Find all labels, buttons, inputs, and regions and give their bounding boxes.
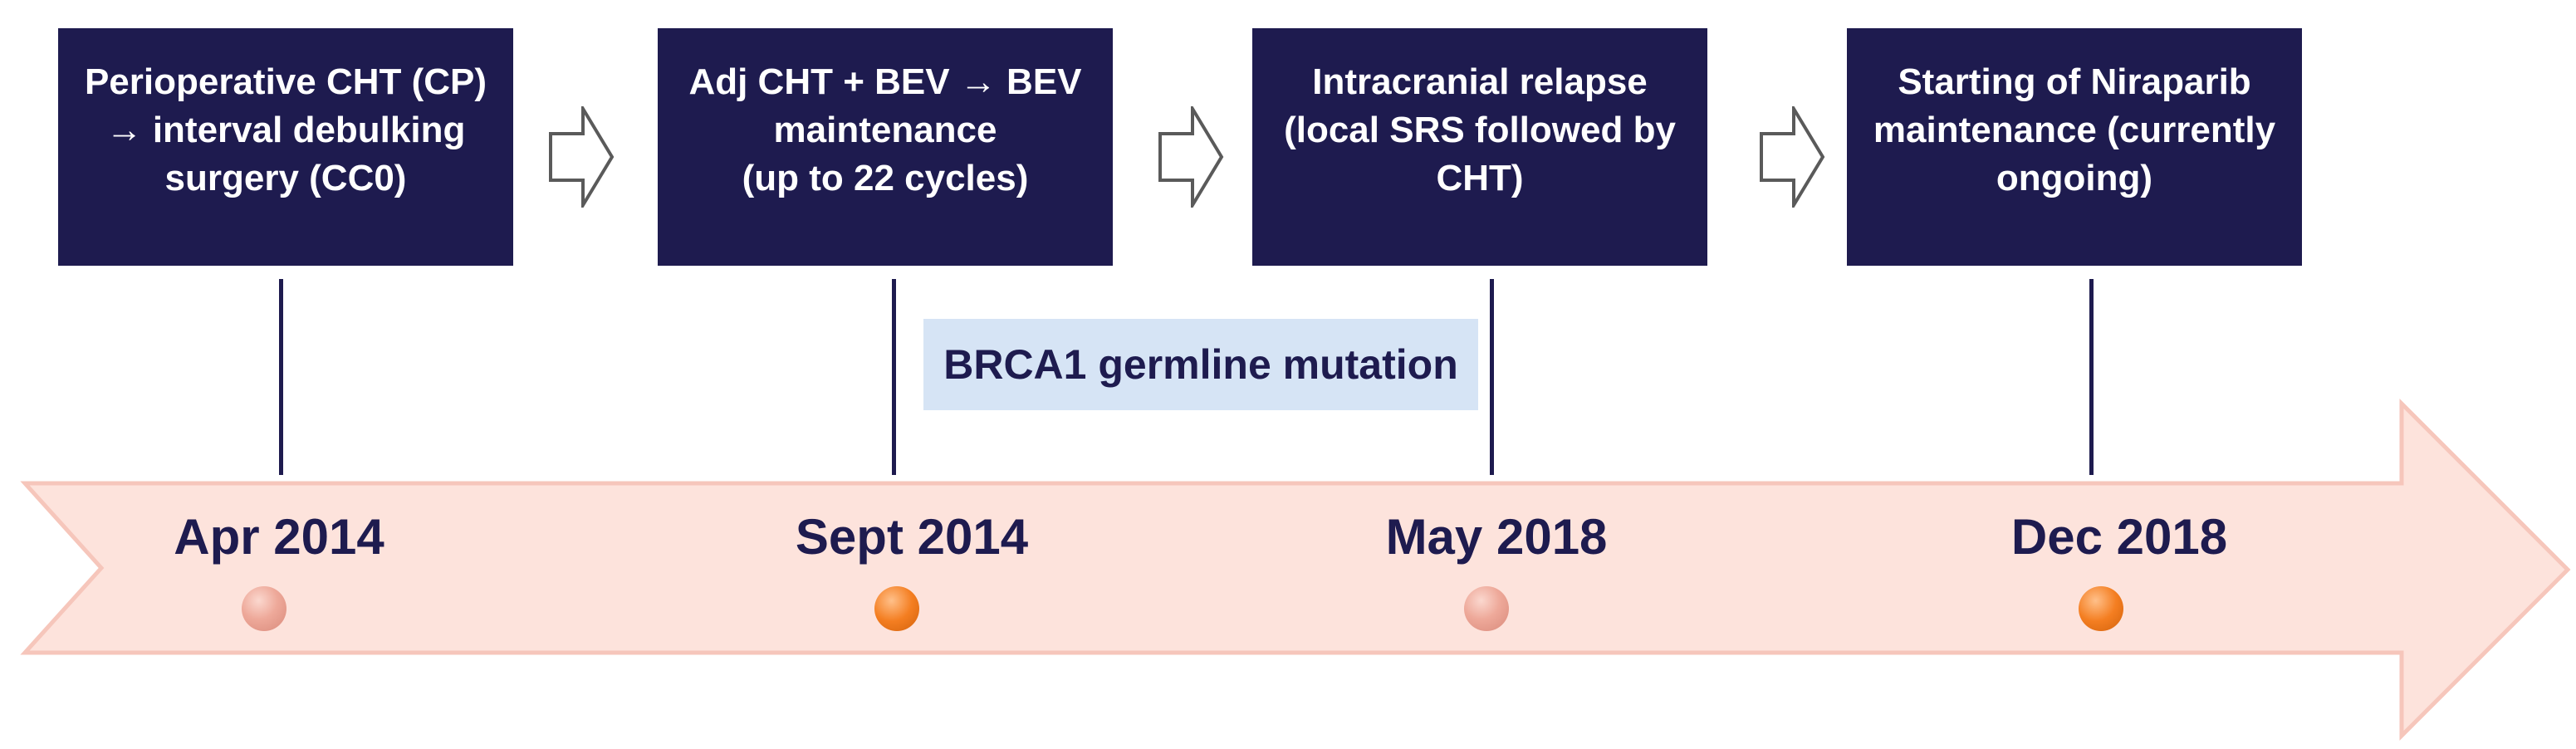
date-label-1: Apr 2014 [174, 509, 384, 565]
step-arrow-icon-2 [1158, 106, 1224, 208]
step-arrow-icon-1 [549, 106, 615, 208]
connector-line-4 [2089, 279, 2094, 475]
event-box-1: Perioperative CHT (CP) → interval debulk… [58, 28, 513, 266]
mutation-label-box: BRCA1 germline mutation [923, 319, 1478, 410]
mutation-label: BRCA1 germline mutation [943, 341, 1458, 388]
timeline-dot-3 [1464, 586, 1509, 631]
event-1-line-3: surgery (CC0) [164, 158, 407, 199]
date-label-3: May 2018 [1385, 509, 1608, 565]
event-1-line-2: → interval debulking [105, 109, 466, 150]
event-4-line-2: maintenance (currently [1873, 109, 2276, 150]
timeline-dot-2 [874, 586, 919, 631]
date-label-4: Dec 2018 [2010, 509, 2228, 565]
event-3-line-2: (local SRS followed by [1284, 109, 1676, 150]
step-arrow-icon-3 [1760, 106, 1825, 208]
event-2-line-1: Adj CHT + BEV → BEV [688, 61, 1082, 102]
event-2-line-3: (up to 22 cycles) [742, 158, 1029, 199]
event-box-3: Intracranial relapse (local SRS followed… [1252, 28, 1707, 266]
timeline-dot-1 [242, 586, 286, 631]
event-3-line-1: Intracranial relapse [1312, 61, 1648, 102]
connector-line-1 [279, 279, 283, 475]
event-1-line-1: Perioperative CHT (CP) [84, 61, 487, 102]
event-4-line-1: Starting of Niraparib [1898, 61, 2251, 102]
connector-line-3 [1490, 279, 1494, 475]
event-4-line-3: ongoing) [1996, 158, 2153, 199]
event-3-line-3: CHT) [1436, 158, 1524, 199]
date-label-2: Sept 2014 [795, 509, 1029, 565]
event-box-4: Starting of Niraparib maintenance (curre… [1847, 28, 2302, 266]
connector-line-2 [892, 279, 896, 475]
timeline-dot-4 [2079, 586, 2123, 631]
event-2-line-2: maintenance [773, 109, 997, 150]
event-box-2: Adj CHT + BEV → BEV maintenance (up to 2… [658, 28, 1113, 266]
